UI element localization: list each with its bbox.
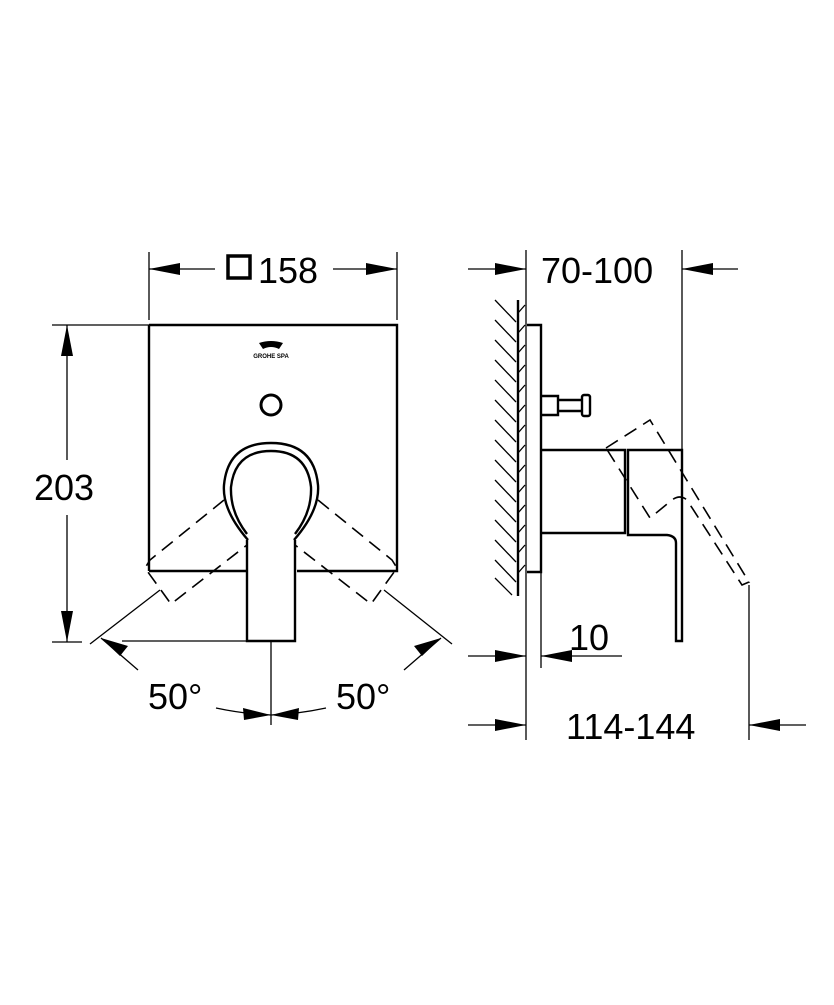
square-symbol-icon [226, 254, 252, 280]
plate-thickness-value: 10 [569, 617, 609, 658]
projection-dimension: 70-100 [468, 250, 738, 450]
side-view: 70-100 10 114-144 [468, 250, 806, 747]
brand-logo-text: GROHE SPA [253, 354, 289, 360]
handle-body-profile [541, 448, 684, 643]
diverter-knob-profile [541, 393, 592, 418]
lever-handle [222, 441, 320, 643]
plate-thickness-dimension: 10 [468, 617, 622, 662]
height-dimension: 203 [34, 324, 149, 643]
width-value: 158 [258, 250, 318, 291]
cover-plate-profile [527, 323, 543, 574]
rotated-handle-right-ghost [294, 499, 398, 606]
height-value: 203 [34, 467, 94, 508]
total-depth-dimension: 114-144 [468, 585, 806, 747]
brand-logo: GROHE SPA [253, 341, 289, 360]
wall-hatching [494, 250, 527, 740]
total-depth-value: 114-144 [566, 706, 695, 747]
diverter-button [259, 393, 283, 417]
projection-value: 70-100 [541, 250, 653, 291]
rotation-left-value: 50° [148, 676, 202, 717]
rotated-handle-left-ghost [144, 499, 248, 606]
width-dimension: 158 [148, 250, 398, 320]
front-view: 158 203 GROHE SPA [34, 250, 453, 725]
rotation-right-value: 50° [336, 676, 390, 717]
rotated-lever-ghost-side [604, 418, 751, 587]
